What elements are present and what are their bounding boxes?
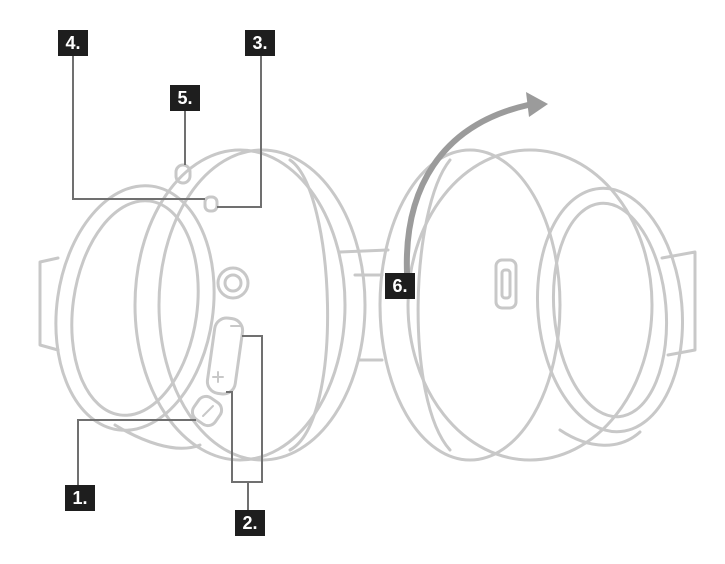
left-cup-controls — [174, 163, 250, 428]
rotate-arrow — [403, 92, 548, 276]
right-ear-cushion-inner — [551, 201, 669, 419]
right-cup-shell-outer — [378, 148, 562, 462]
right-cup-bottom-edge — [558, 428, 642, 447]
microphone-port — [174, 163, 192, 185]
left-ear-cushion-inner — [70, 199, 200, 417]
volume-rocker — [205, 316, 245, 396]
left-cup-shell-inner — [133, 148, 347, 462]
left-yoke — [38, 256, 60, 352]
left-ear-cushion — [54, 184, 216, 432]
leader-line-4 — [72, 56, 205, 200]
right-ear-cup — [378, 148, 697, 462]
callout-2: 2. — [235, 510, 265, 536]
audio-jack-hole — [223, 273, 243, 293]
leader-line-3 — [217, 56, 262, 208]
leader-line-1 — [77, 419, 196, 485]
right-ear-cushion — [535, 186, 685, 434]
left-cup-bottom-edge — [113, 423, 202, 450]
rotate-arrow-head — [526, 92, 548, 117]
audio-jack — [216, 266, 250, 300]
led-indicator — [203, 195, 219, 213]
usb-c-port-inner — [500, 268, 512, 300]
right-cup-shell-inner — [406, 148, 654, 462]
callout-1: 1. — [65, 485, 95, 511]
callout-6: 6. — [385, 273, 415, 299]
usb-c-port — [494, 258, 518, 310]
right-cup-seam — [416, 158, 452, 452]
left-cup-seam — [288, 158, 330, 452]
callout-5: 5. — [170, 85, 200, 111]
callout-4: 4. — [58, 30, 88, 56]
left-ear-cup — [38, 148, 367, 462]
headband — [338, 248, 390, 362]
power-icon — [202, 405, 214, 417]
power-button — [190, 394, 224, 428]
volume-plus-icon — [212, 371, 224, 383]
rotate-arrow-shaft — [403, 102, 531, 276]
callout-3: 3. — [245, 30, 275, 56]
